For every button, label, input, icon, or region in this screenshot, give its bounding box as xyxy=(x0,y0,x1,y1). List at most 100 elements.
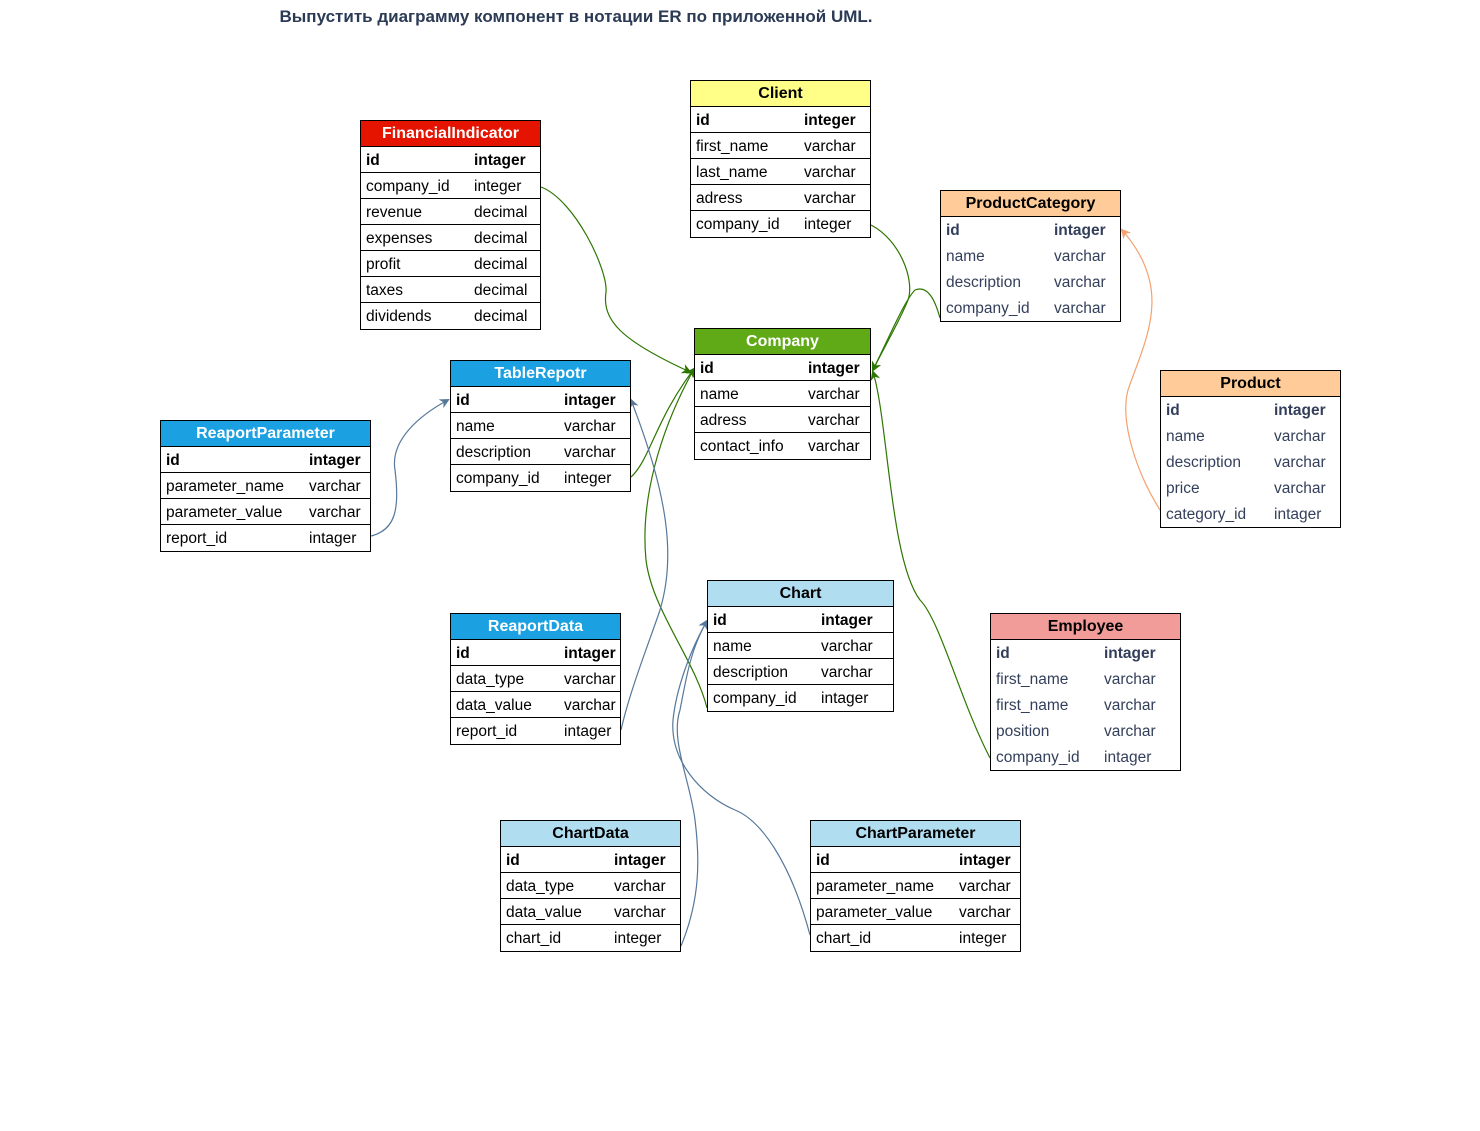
entity-header: FinancialIndicator xyxy=(361,121,540,147)
field-name: position xyxy=(996,723,1050,740)
field-type: intager xyxy=(1104,645,1156,662)
field-type: varchar xyxy=(309,504,361,521)
field-row: company_id intager xyxy=(708,685,893,711)
entity-header: Company xyxy=(695,329,870,355)
field-name: id xyxy=(946,222,960,239)
field-type: varchar xyxy=(804,138,856,155)
field-row: contact_info varchar xyxy=(695,433,870,459)
field-name: description xyxy=(713,664,788,681)
entity-header: ChartParameter xyxy=(811,821,1020,847)
field-type: intager xyxy=(1274,506,1322,523)
field-type: varchar xyxy=(1104,723,1156,740)
field-name: price xyxy=(1166,480,1200,497)
field-type: intager xyxy=(564,392,616,409)
field-name: parameter_value xyxy=(166,504,283,521)
entity-header: Client xyxy=(691,81,870,107)
field-name: id xyxy=(456,645,470,662)
relationship-product-to-product-category xyxy=(1120,228,1161,511)
field-type: decimal xyxy=(474,308,528,325)
field-name: contact_info xyxy=(700,438,784,455)
field-type: integer xyxy=(614,930,662,947)
field-name: company_id xyxy=(366,178,450,195)
field-type: varchar xyxy=(1054,248,1106,265)
field-name: id xyxy=(166,452,180,469)
field-name: company_id xyxy=(713,690,797,707)
relationship-table-repotr-to-company xyxy=(630,367,696,478)
field-name: dividends xyxy=(366,308,432,325)
field-type: varchar xyxy=(808,386,860,403)
field-name: data_value xyxy=(506,904,582,921)
field-type: intager xyxy=(821,612,873,629)
field-type: intager xyxy=(821,690,869,707)
field-type: decimal xyxy=(474,282,528,299)
relationship-employee-to-company xyxy=(870,370,991,759)
field-name: id xyxy=(696,112,710,129)
relationship-client-to-company xyxy=(870,224,911,372)
field-type: intager xyxy=(309,530,357,547)
field-row: dividends decimal xyxy=(361,303,540,329)
field-type: intager xyxy=(1274,402,1326,419)
field-type: varchar xyxy=(564,418,616,435)
field-type: intager xyxy=(959,852,1011,869)
field-type: integer xyxy=(474,178,522,195)
primary-key-row: id intager xyxy=(1161,397,1340,423)
relationship-chart-data-to-chart xyxy=(676,619,709,947)
field-type: intager xyxy=(474,152,526,169)
field-name: company_id xyxy=(696,216,780,233)
field-name: parameter_name xyxy=(166,478,285,495)
field-type: integer xyxy=(804,216,852,233)
field-row: taxes decimal xyxy=(361,277,540,303)
field-type: intager xyxy=(808,360,860,377)
field-name: description xyxy=(456,444,531,461)
field-name: id xyxy=(713,612,727,629)
field-type: integer xyxy=(804,112,856,129)
field-type: intager xyxy=(614,852,666,869)
field-name: data_type xyxy=(456,671,525,688)
field-name: last_name xyxy=(696,164,768,181)
relationship-financial-indicator-to-company xyxy=(540,186,692,374)
entity-header: Product xyxy=(1161,371,1340,397)
field-type: varchar xyxy=(804,190,856,207)
entity-header: TableRepotr xyxy=(451,361,630,387)
field-type: varchar xyxy=(614,904,666,921)
field-type: varchar xyxy=(1274,480,1326,497)
field-type: varchar xyxy=(821,638,873,655)
field-type: varchar xyxy=(1104,697,1156,714)
field-name: first_name xyxy=(996,671,1069,688)
field-type: varchar xyxy=(808,438,860,455)
entity-header: ChartData xyxy=(501,821,680,847)
field-name: id xyxy=(1166,402,1180,419)
primary-key-row: id intager xyxy=(708,607,893,633)
field-type: intager xyxy=(1054,222,1106,239)
field-type: varchar xyxy=(1274,428,1326,445)
field-name: taxes xyxy=(366,282,404,299)
